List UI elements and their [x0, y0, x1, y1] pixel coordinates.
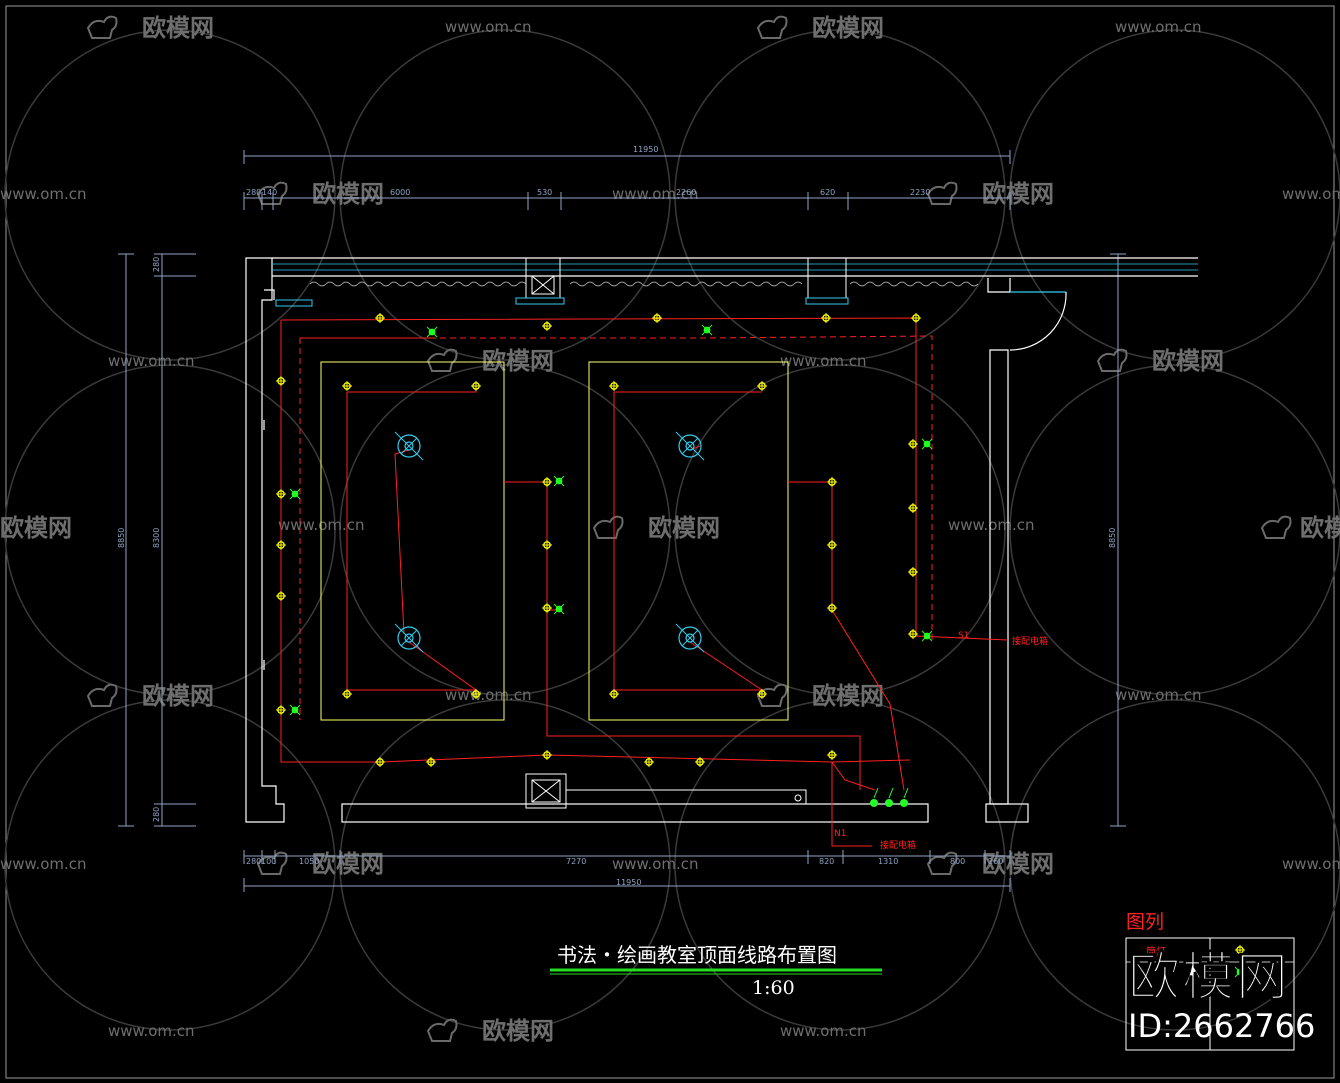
svg-text:www.om.cn: www.om.cn — [1115, 686, 1202, 704]
svg-text:8850: 8850 — [1108, 528, 1117, 548]
wiring-circuits — [280, 317, 1009, 847]
legend-title: 图列 — [1126, 911, 1164, 933]
dimension-lines — [118, 150, 1126, 892]
svg-text:www.om.cn: www.om.cn — [108, 352, 195, 370]
svg-text:www.om.cn: www.om.cn — [445, 18, 532, 36]
svg-text:8300: 8300 — [152, 528, 161, 548]
curtain-track — [309, 281, 979, 287]
svg-text:欧模网: 欧模网 — [312, 850, 384, 878]
svg-text:欧模网: 欧模网 — [142, 682, 214, 710]
svg-text:260: 260 — [988, 857, 1003, 866]
svg-text:欧模网: 欧模网 — [648, 514, 720, 542]
svg-text:7270: 7270 — [566, 857, 586, 866]
svg-text:www.om.cn: www.om.cn — [0, 855, 87, 873]
legend: 图列 筒灯 — [1125, 911, 1295, 1051]
svg-text:140: 140 — [262, 188, 277, 197]
svg-text:接配电箱: 接配电箱 — [1012, 635, 1048, 647]
circuit-labels: S1 接配电箱 N1 接配电箱 — [834, 631, 1048, 851]
svg-text:280: 280 — [246, 857, 261, 866]
svg-text:www.om.cn: www.om.cn — [1282, 855, 1340, 873]
svg-text:欧模网: 欧模网 — [1300, 514, 1340, 542]
svg-text:820: 820 — [819, 857, 834, 866]
svg-text:280: 280 — [152, 257, 161, 272]
svg-text:www.om.cn: www.om.cn — [1115, 18, 1202, 36]
ceiling-fan-icon — [394, 431, 705, 653]
svg-text:欧模网: 欧模网 — [1152, 347, 1224, 375]
svg-text:2230: 2230 — [910, 188, 930, 197]
svg-text:欧模网: 欧模网 — [482, 347, 554, 375]
svg-text:www.om.cn: www.om.cn — [780, 352, 867, 370]
ac-unit-icon — [525, 257, 847, 809]
svg-text:280: 280 — [152, 807, 161, 822]
svg-text:www.om.cn: www.om.cn — [780, 1022, 867, 1040]
svg-text:www.om.cn: www.om.cn — [1282, 185, 1340, 203]
svg-text:欧模网: 欧模网 — [0, 514, 72, 542]
svg-text:6000: 6000 — [390, 188, 410, 197]
svg-text:530: 530 — [537, 188, 552, 197]
svg-text:2260: 2260 — [676, 188, 696, 197]
svg-text:1050: 1050 — [299, 857, 319, 866]
svg-text:800: 800 — [950, 857, 965, 866]
watermark-texts: 欧模网 www.om.cn 欧模网 www.om.cn www.om.cn 欧模… — [0, 14, 1340, 1045]
ceiling-panels — [320, 361, 789, 721]
svg-text:欧模网: 欧模网 — [482, 1017, 554, 1045]
switch-panel — [870, 787, 909, 807]
dimension-texts: 11950 280 140 6000 530 2260 620 2230 280… — [117, 145, 1117, 887]
svg-text:8850: 8850 — [117, 528, 126, 548]
svg-text:N1: N1 — [834, 829, 846, 839]
svg-text:欧模网: 欧模网 — [812, 14, 884, 42]
svg-text:欧模网: 欧模网 — [982, 850, 1054, 878]
svg-text:11950: 11950 — [633, 145, 658, 154]
svg-text:欧模网: 欧模网 — [812, 682, 884, 710]
svg-text:欧模网: 欧模网 — [142, 14, 214, 42]
svg-text:www.om.cn: www.om.cn — [108, 1022, 195, 1040]
svg-text:1310: 1310 — [878, 857, 898, 866]
svg-text:11950: 11950 — [616, 878, 641, 887]
svg-text:620: 620 — [820, 188, 835, 197]
watermark-brand: 欧模网 ID:2662766 — [1128, 948, 1316, 1045]
svg-text:S1: S1 — [958, 631, 969, 641]
svg-text:欧模网: 欧模网 — [312, 180, 384, 208]
svg-text:接配电箱: 接配电箱 — [880, 839, 916, 851]
svg-text:www.om.cn: www.om.cn — [445, 686, 532, 704]
svg-text:欧模网: 欧模网 — [982, 180, 1054, 208]
drawing-scale: 1:60 — [752, 977, 795, 999]
window-frames — [275, 297, 849, 307]
svg-text:280: 280 — [246, 188, 261, 197]
room-walls — [245, 257, 1198, 823]
svg-text:www.om.cn: www.om.cn — [0, 185, 87, 203]
model-id: ID:2662766 — [1128, 1007, 1316, 1045]
brand-logo-text: 欧模网 — [1128, 948, 1291, 1008]
legend-item-downlight: 筒灯 — [1146, 945, 1166, 958]
svg-text:100: 100 — [261, 857, 276, 866]
drawing-title: 书法・绘画教室顶面线路布置图 1:60 — [550, 943, 882, 999]
page-title: 书法・绘画教室顶面线路布置图 — [557, 943, 837, 967]
svg-text:www.om.cn: www.om.cn — [948, 516, 1035, 534]
svg-text:www.om.cn: www.om.cn — [612, 855, 699, 873]
